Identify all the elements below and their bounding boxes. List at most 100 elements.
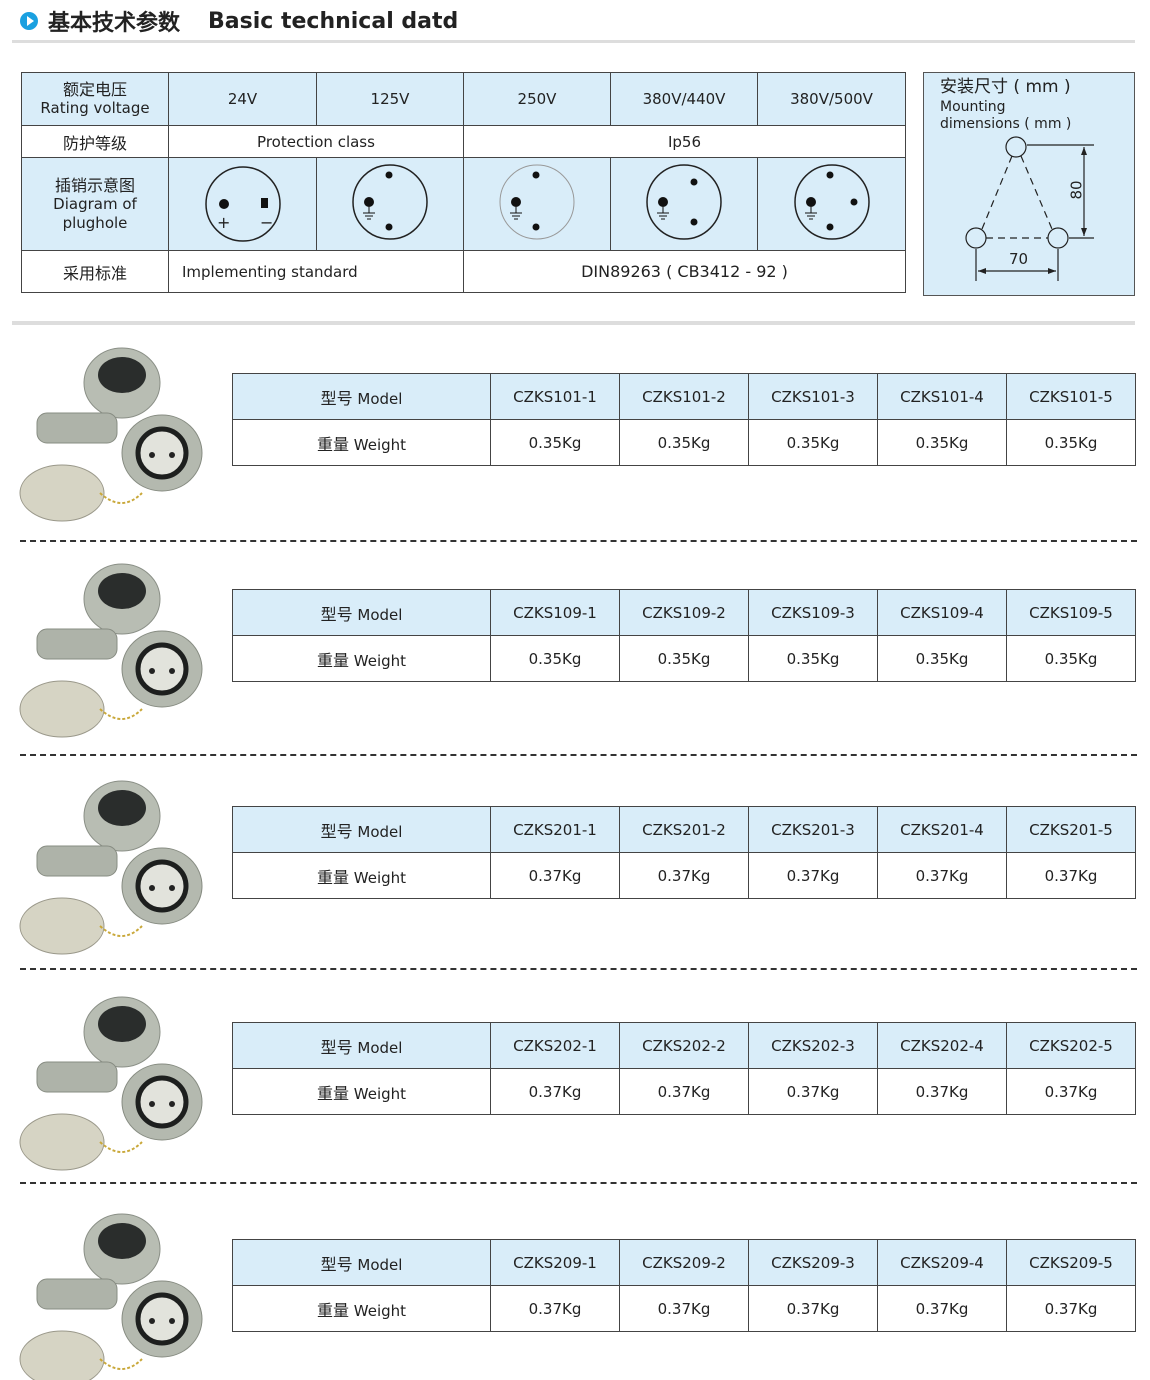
plughole-250v	[463, 157, 611, 251]
model-cell: CZKS202-1	[490, 1022, 620, 1069]
mounting-title-en-1: Mounting	[940, 99, 1006, 115]
model-label-en: Model	[357, 389, 403, 408]
weight-cell: 0.37Kg	[748, 852, 878, 899]
minus-sign: −	[260, 213, 274, 232]
title-en: Basic technical datd	[208, 8, 459, 34]
dashed-divider	[20, 968, 1137, 970]
plughole-125v	[316, 157, 464, 251]
model-cell: CZKS109-2	[619, 589, 749, 636]
weight-cell: 0.35Kg	[748, 419, 878, 466]
weight-label-en: Weight	[353, 1301, 407, 1320]
model-label-en: Model	[357, 822, 403, 841]
weight-label-zh: 重量	[316, 650, 349, 670]
mounting-width-label: 70	[1009, 250, 1029, 268]
model-cell: CZKS202-4	[877, 1022, 1007, 1069]
weight-cell: 0.37Kg	[1006, 1068, 1136, 1115]
weight-label-en: Weight	[353, 1084, 407, 1103]
standard-label-en: Implementing standard	[168, 250, 464, 293]
mounting-height-label: 80	[1067, 180, 1086, 200]
explosion-proof-socket-image	[19, 347, 203, 522]
model-cell: CZKS101-3	[748, 373, 878, 420]
explosion-proof-socket-image	[19, 1213, 203, 1380]
section-header: 基本技术参数 Basic technical datd	[20, 4, 458, 38]
model-cell: CZKS109-4	[877, 589, 1007, 636]
header-divider	[12, 40, 1135, 43]
rating-label-en: Rating voltage	[40, 99, 150, 117]
model-cell: CZKS209-1	[490, 1239, 620, 1286]
model-cell: CZKS202-5	[1006, 1022, 1136, 1069]
weight-cell: 0.35Kg	[619, 419, 749, 466]
section-divider	[12, 321, 1135, 325]
title-zh: 基本技术参数	[48, 11, 181, 36]
plughole-3pin-icon	[499, 164, 575, 240]
product-image	[12, 992, 217, 1182]
weight-label-en: Weight	[353, 651, 407, 670]
model-cell: CZKS209-3	[748, 1239, 878, 1286]
weight-label: 重量 Weight	[232, 635, 491, 682]
model-label-zh: 型号	[320, 821, 353, 841]
weight-label-zh: 重量	[316, 434, 349, 454]
model-cell: CZKS202-2	[619, 1022, 749, 1069]
protection-label-en: Protection class	[168, 125, 464, 158]
weight-cell: 0.35Kg	[490, 635, 620, 682]
rating-value: 125V	[316, 72, 464, 126]
rating-value: 380V/440V	[610, 72, 758, 126]
weight-label-zh: 重量	[316, 1083, 349, 1103]
model-cell: CZKS101-4	[877, 373, 1007, 420]
weight-label-en: Weight	[353, 435, 407, 454]
model-label-en: Model	[357, 1255, 403, 1274]
plughole-24v: + −	[168, 157, 317, 251]
weight-cell: 0.37Kg	[490, 1285, 620, 1332]
play-bullet-icon	[20, 12, 38, 30]
weight-cell: 0.37Kg	[490, 1068, 620, 1115]
rating-value: 24V	[168, 72, 317, 126]
model-cell: CZKS209-5	[1006, 1239, 1136, 1286]
mounting-title-zh: 安装尺寸 ( mm )	[940, 77, 1071, 97]
diagram-label-en-1: Diagram of	[53, 194, 137, 213]
weight-cell: 0.37Kg	[748, 1285, 878, 1332]
weight-cell: 0.37Kg	[490, 852, 620, 899]
product-image	[12, 559, 217, 749]
dashed-divider	[20, 1182, 1137, 1184]
weight-cell: 0.35Kg	[490, 419, 620, 466]
mounting-title-en-2: dimensions ( mm )	[940, 116, 1072, 132]
model-cell: CZKS101-1	[490, 373, 620, 420]
model-cell: CZKS109-3	[748, 589, 878, 636]
weight-label: 重量 Weight	[232, 1068, 491, 1115]
model-cell: CZKS101-2	[619, 373, 749, 420]
weight-cell: 0.37Kg	[1006, 1285, 1136, 1332]
model-cell: CZKS201-2	[619, 806, 749, 853]
model-cell: CZKS209-2	[619, 1239, 749, 1286]
product-image	[12, 343, 217, 533]
rating-value: 250V	[463, 72, 611, 126]
standard-value: DIN89263 ( CB3412 - 92 )	[463, 250, 906, 293]
weight-cell: 0.35Kg	[877, 419, 1007, 466]
weight-cell: 0.37Kg	[877, 1068, 1007, 1115]
model-label-en: Model	[357, 1038, 403, 1057]
model-label-zh: 型号	[320, 388, 353, 408]
model-label-en: Model	[357, 605, 403, 624]
model-label: 型号 Model	[232, 1022, 491, 1069]
weight-label-zh: 重量	[316, 1300, 349, 1320]
model-cell: CZKS101-5	[1006, 373, 1136, 420]
explosion-proof-socket-image	[19, 563, 203, 738]
weight-cell: 0.37Kg	[619, 1285, 749, 1332]
model-cell: CZKS202-3	[748, 1022, 878, 1069]
standard-label-zh: 采用标准	[21, 250, 169, 293]
weight-label: 重量 Weight	[232, 419, 491, 466]
